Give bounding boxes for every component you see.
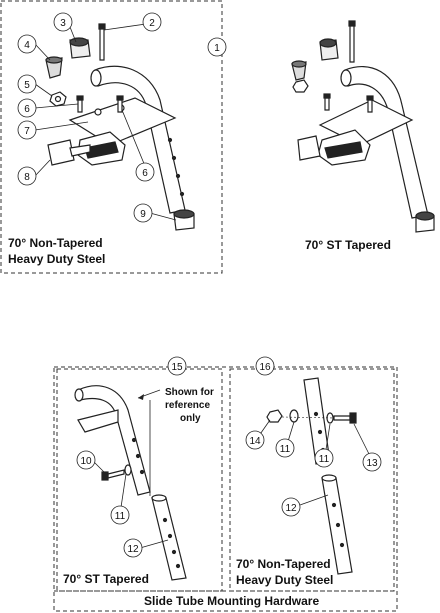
caption-top-left-line2: Heavy Duty Steel xyxy=(8,252,106,266)
callout-numbers-bottom-left: 15 10 11 12 xyxy=(80,362,183,555)
callout-15: 15 xyxy=(171,362,183,373)
note-line-2: reference xyxy=(165,400,210,411)
fork-tube-slide xyxy=(77,385,151,496)
caption-footer: Slide Tube Mounting Hardware xyxy=(144,594,320,608)
screw xyxy=(99,27,105,61)
callout-6: 6 xyxy=(24,104,30,115)
assembly-bottom-right xyxy=(266,377,357,575)
callout-14: 14 xyxy=(249,436,261,447)
callout-1: 1 xyxy=(214,43,220,54)
frame-bottom-outer xyxy=(53,366,398,612)
callout-13: 13 xyxy=(366,458,378,469)
caption-bottom-right-line1: 70° Non-Tapered xyxy=(236,557,331,571)
callouts-top-left xyxy=(17,12,227,223)
caption-bottom-left: 70° ST Tapered xyxy=(63,572,149,586)
callout-10: 10 xyxy=(80,456,92,467)
caption-top-right: 70° ST Tapered xyxy=(305,238,391,252)
callout-11b: 11 xyxy=(319,454,330,465)
callout-8: 8 xyxy=(24,172,30,183)
callout-12: 12 xyxy=(127,544,139,555)
callout-7: 7 xyxy=(24,126,30,137)
caption-top-left-line1: 70° Non-Tapered xyxy=(8,236,103,250)
callout-3: 3 xyxy=(60,18,66,29)
callout-5: 5 xyxy=(24,80,30,91)
callout-12b: 12 xyxy=(285,503,297,514)
callout-6b: 6 xyxy=(142,168,148,179)
note-line-1: Shown for xyxy=(165,387,214,398)
callout-2: 2 xyxy=(149,18,155,29)
callout-4: 4 xyxy=(24,40,30,51)
assembly-top-right xyxy=(291,20,435,233)
callout-11a: 11 xyxy=(280,444,291,455)
callout-numbers-top-left: 2 3 4 5 6 7 8 6 9 1 xyxy=(24,18,220,220)
callouts-bottom-right xyxy=(245,356,382,517)
callout-numbers-bottom-right: 16 14 11 11 13 12 xyxy=(249,362,378,514)
frame-top-left xyxy=(0,0,223,274)
assembly-top-left xyxy=(45,23,195,231)
lever xyxy=(47,139,75,166)
frame-bottom-right xyxy=(229,368,395,592)
note-line-3: only xyxy=(180,413,201,424)
reference-note: Shown for reference only xyxy=(137,387,214,424)
callout-9: 9 xyxy=(140,209,146,220)
callout-11: 11 xyxy=(115,511,126,522)
caption-bottom-right-line2: Heavy Duty Steel xyxy=(236,573,334,587)
slide-tube xyxy=(151,497,187,581)
callout-16: 16 xyxy=(259,362,271,373)
callouts-bottom-left xyxy=(76,356,187,558)
assembly-bottom-left xyxy=(74,385,187,581)
